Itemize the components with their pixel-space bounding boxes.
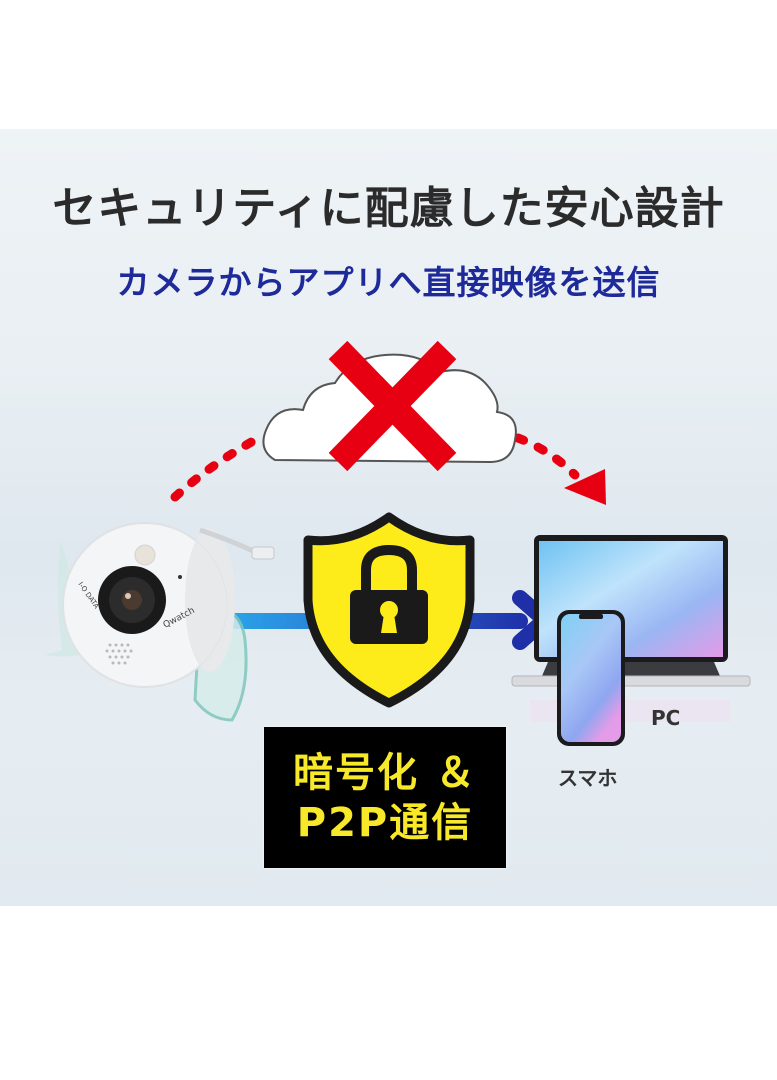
feature-label-line2: P2P通信: [296, 799, 474, 846]
shield-lock-icon: [303, 512, 475, 708]
x-mark-icon: [328, 340, 457, 472]
smartphone-label: スマホ: [558, 766, 618, 790]
security-camera-icon: I-O DATA Qwatch: [45, 522, 275, 722]
pc-label: PC: [651, 706, 681, 730]
smartphone-icon: [557, 610, 625, 746]
page-subtitle: カメラからアプリへ直接映像を送信: [116, 263, 661, 302]
laptop-icon: [511, 535, 751, 722]
feature-label-line1: 暗号化 ＆: [293, 749, 477, 796]
feature-label-box: 暗号化 ＆ P2P通信: [264, 727, 506, 868]
dotted-path-left: [170, 435, 260, 502]
dotted-path-right: [513, 433, 580, 480]
page-title: セキュリティに配慮した安心設計: [52, 183, 725, 234]
dotted-arrowhead-icon: [564, 469, 606, 505]
